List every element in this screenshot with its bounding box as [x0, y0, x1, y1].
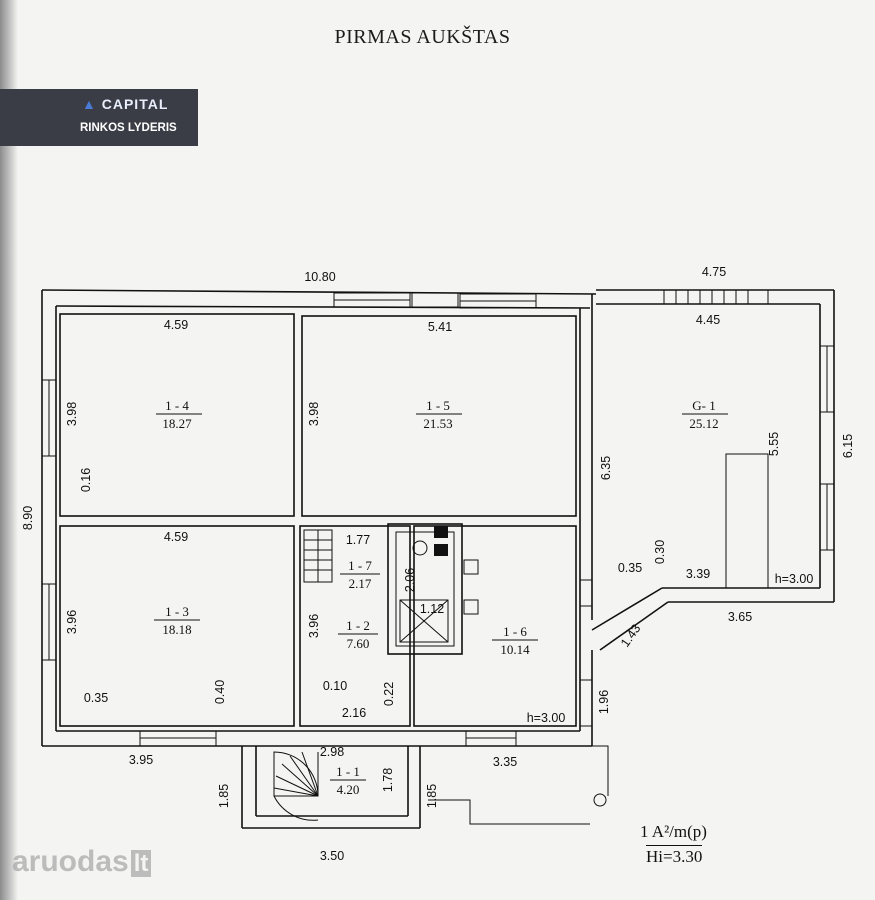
room-1-5-area: 21.53 [423, 416, 452, 431]
scale-legend-line1: 1 A²/m(p) [640, 822, 707, 841]
room-1-4-area: 18.27 [162, 416, 192, 431]
dim-garage-top-inner: 4.45 [696, 313, 720, 327]
room-1-5-id: 1 - 5 [426, 398, 450, 413]
dim-wall-022: 0.22 [382, 682, 396, 706]
room-g-1-id: G- 1 [692, 398, 715, 413]
dim-wall-010: 0.10 [323, 679, 347, 693]
page-title: PIRMAS AUKŠTAS [334, 26, 511, 48]
dim-r11-185-right: 1.85 [425, 784, 439, 808]
dim-r14-width: 4.59 [164, 318, 188, 332]
dim-r12-height: 3.96 [307, 614, 321, 638]
room-1-7-id: 1 - 7 [348, 558, 372, 573]
dim-r17-width: 1.77 [346, 533, 370, 547]
room-1-2-area: 7.60 [347, 636, 370, 651]
dim-top-total: 10.80 [304, 270, 335, 284]
capital-logo: ▲ CAPITAL [82, 96, 169, 112]
walls [41, 289, 835, 829]
dim-garage-diag: 1.43 [618, 622, 643, 650]
room-1-4-id: 1 - 4 [165, 398, 189, 413]
dim-garage-inner-h: 5.55 [767, 432, 781, 456]
dim-wall-035-left: 0.35 [84, 691, 108, 705]
room-1-1-id: 1 - 1 [336, 764, 360, 779]
windows [41, 289, 835, 747]
dim-wall-035-right: 0.35 [618, 561, 642, 575]
room-1-3-id: 1 - 3 [165, 604, 189, 619]
room-g-1-area: 25.12 [689, 416, 718, 431]
room-1-2-id: 1 - 2 [346, 618, 370, 633]
dim-left-total: 8.90 [21, 506, 35, 530]
dim-r17-small: 1.12 [420, 602, 444, 616]
dim-garage-339: 3.39 [686, 567, 710, 581]
dim-r15-height: 3.98 [307, 402, 321, 426]
dim-r13-width: 4.59 [164, 530, 188, 544]
dim-r11-298: 2.98 [320, 745, 344, 759]
room-labels: 1 - 4 18.27 1 - 5 21.53 G- 1 25.12 1 - 3… [154, 398, 728, 797]
book-spine-shadow [0, 0, 18, 900]
capital-logo-text: CAPITAL [101, 96, 169, 112]
dim-r16-196: 1.96 [597, 690, 611, 714]
dim-r11-185-left: 1.85 [217, 784, 231, 808]
room-1-7-area: 2.17 [349, 576, 372, 591]
dim-r11-178: 1.78 [381, 768, 395, 792]
badge-tagline: RINKOS LYDERIS [80, 122, 177, 134]
watermark-suffix: lt [130, 850, 152, 877]
dim-bottom-395: 3.95 [129, 753, 153, 767]
room-1-6-area: 10.14 [500, 642, 530, 657]
watermark-text: aruodas [12, 845, 129, 878]
scale-legend-line2: Hi=3.30 [646, 845, 703, 866]
dim-r14-height: 3.98 [65, 402, 79, 426]
dim-bottom-350: 3.50 [320, 849, 344, 863]
dimension-labels: 10.80 4.75 4.45 4.59 5.41 3.98 3.98 8.90… [21, 265, 855, 863]
dim-r13-height: 3.96 [65, 610, 79, 634]
dim-garage-365: 3.65 [728, 610, 752, 624]
room-1-6-id: 1 - 6 [503, 624, 527, 639]
dim-r12-width: 2.16 [342, 706, 366, 720]
dim-r15-width: 5.41 [428, 320, 452, 334]
capital-badge: ▲ CAPITAL RINKOS LYDERIS [0, 89, 198, 146]
dim-garage-outer-h: 6.15 [841, 434, 855, 458]
room-1-3-area: 18.18 [162, 622, 191, 637]
dim-wall-040: 0.40 [213, 680, 227, 704]
dim-r17-depth: 2.06 [403, 568, 417, 592]
dim-wall-016: 0.16 [79, 468, 93, 492]
dim-garage-top-outer: 4.75 [702, 265, 726, 279]
dim-h-garage: h=3.00 [775, 572, 814, 586]
dim-h-r16: h=3.00 [527, 711, 566, 725]
dim-garage-height: 6.35 [599, 456, 613, 480]
dim-bottom-335: 3.35 [493, 755, 517, 769]
room-1-1-area: 4.20 [337, 782, 360, 797]
dim-wall-030: 0.30 [653, 540, 667, 564]
